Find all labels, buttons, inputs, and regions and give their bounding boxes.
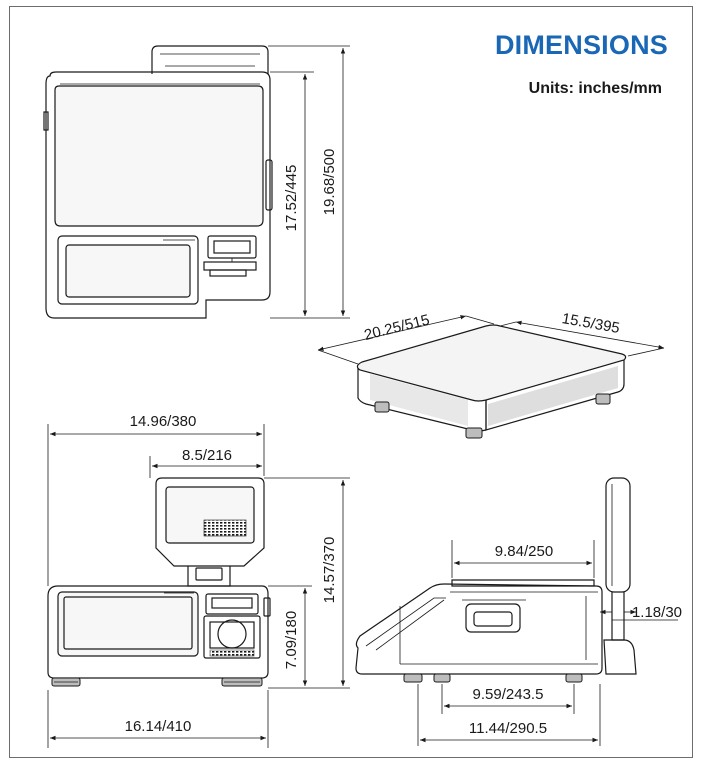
front-main-screen bbox=[54, 85, 264, 227]
side-foot bbox=[433, 673, 451, 683]
side-foot bbox=[403, 673, 423, 683]
side-platter-length-label: 9.84/250 bbox=[495, 543, 553, 560]
side-pole-display bbox=[605, 477, 631, 593]
front-lower-display bbox=[65, 244, 191, 298]
side-body bbox=[355, 583, 603, 675]
platter-length-label: 20.25/515 bbox=[362, 311, 431, 344]
side-knob bbox=[43, 111, 49, 131]
front-display-dimensions: 14.96/380 8.5/216 14.57/370 7.09/180 16.… bbox=[47, 413, 350, 748]
platter-length-arrow bbox=[317, 315, 467, 351]
front-lower-display-frame bbox=[57, 235, 199, 305]
speaker-grille bbox=[203, 519, 247, 537]
units-label: Units: inches/mm bbox=[528, 80, 662, 97]
front-view-with-display bbox=[47, 477, 271, 687]
front-body bbox=[45, 71, 271, 319]
side-platter bbox=[451, 579, 595, 587]
base-printer-slot bbox=[205, 593, 259, 615]
platter-foot bbox=[374, 401, 390, 413]
platter-foot bbox=[595, 393, 611, 405]
overall-width-label: 14.96/380 bbox=[130, 413, 197, 430]
side-view-scale bbox=[355, 477, 637, 683]
front-height-inner-label: 17.52/445 bbox=[283, 165, 300, 232]
side-foot bbox=[565, 673, 583, 683]
side-handle bbox=[465, 603, 521, 633]
page-title: DIMENSIONS bbox=[494, 30, 668, 60]
isometric-platter: 20.25/515 15.5/395 bbox=[317, 310, 665, 439]
foot-spacing-label: 9.59/243.5 bbox=[473, 686, 544, 703]
side-depth-label: 11.44/290.5 bbox=[469, 720, 547, 737]
base-width-label: 16.14/410 bbox=[125, 718, 192, 735]
side-handle bbox=[265, 159, 273, 211]
front-height-outer-label: 19.68/500 bbox=[321, 149, 338, 216]
display-width-label: 8.5/216 bbox=[182, 447, 232, 464]
paper-roll-icon bbox=[217, 619, 247, 649]
pole-width-label: 1.18/30 bbox=[632, 604, 682, 621]
platter-foot bbox=[465, 427, 483, 439]
platter-width-arrow bbox=[515, 320, 665, 350]
overall-height-label: 14.57/370 bbox=[321, 537, 338, 604]
top-display-housing bbox=[151, 45, 269, 74]
printer-outlet bbox=[207, 235, 257, 259]
base-body bbox=[47, 585, 269, 679]
side-view-dimensions: 9.84/250 1.18/30 9.59/243.5 11.44/290.5 bbox=[417, 540, 682, 746]
pole-display-housing bbox=[155, 477, 265, 567]
front-height-dimensions: 17.52/445 19.68/500 bbox=[268, 45, 350, 319]
base-height-label: 7.09/180 bbox=[283, 611, 300, 669]
front-view-scale bbox=[43, 45, 273, 319]
platter-width-label: 15.5/395 bbox=[561, 310, 621, 337]
base-display-screen bbox=[63, 596, 193, 650]
